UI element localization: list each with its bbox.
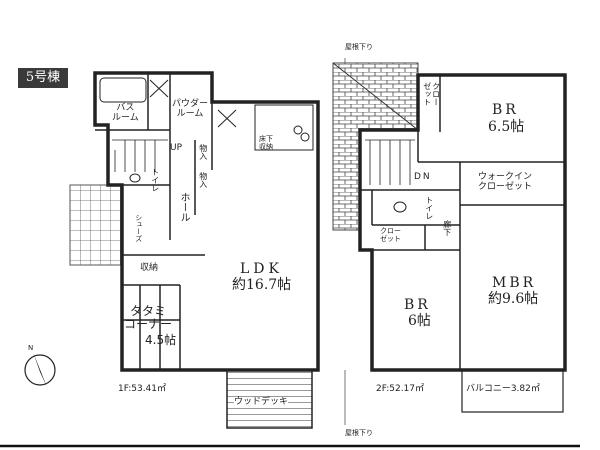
closet-top-label: クロー ゼット <box>422 82 441 106</box>
shuno-label: 収納 <box>140 263 159 273</box>
br1-size: 6.5帖 <box>488 119 525 135</box>
br2-size: 6帖 <box>408 313 431 329</box>
balcony-label: バルコニー3.82㎡ <box>466 384 540 394</box>
dn-label: DN <box>414 172 432 182</box>
ldk-size: 約16.7帖 <box>232 277 292 293</box>
building-label: 5号棟 <box>18 68 68 88</box>
shoes-label: シューズ <box>134 214 143 242</box>
floor1-plan <box>69 71 320 429</box>
storage1-label: 物入 <box>198 144 208 160</box>
up-label: UP <box>170 143 183 153</box>
toilet1-label: トイレ <box>150 168 160 192</box>
tatami-size: 4.5帖 <box>145 333 177 347</box>
compass-north-label: N <box>28 344 34 352</box>
hall-label: ホール <box>178 192 189 222</box>
floor2-area: 2F:52.17㎡ <box>376 384 425 394</box>
br2-label: BR <box>404 297 431 313</box>
compass <box>24 352 56 387</box>
storage2-label: 物入 <box>198 172 208 188</box>
mbr-size: 約9.6帖 <box>488 291 539 307</box>
underfloor-storage-label: 床下 収納 <box>259 135 273 151</box>
wood-deck-label: ウッドデッキ <box>234 397 289 408</box>
toilet2-label: トイレ <box>424 196 434 220</box>
entrance-tile <box>69 184 123 266</box>
closet-mid-label: クロー ゼット <box>380 227 401 243</box>
roof-top-label: 屋根下り <box>345 43 373 51</box>
mbr-label: MBR <box>492 275 537 291</box>
bath-room-label: バス ルーム <box>112 103 139 123</box>
roof-bottom-label: 屋根下り <box>345 429 373 437</box>
balcony <box>461 369 564 413</box>
ldk-label: LDK <box>240 261 283 277</box>
floor1-area: 1F:53.41㎡ <box>118 384 167 394</box>
corridor-label: 廊下 <box>442 220 452 236</box>
walk-in-closet-label: ウォークイン クローゼット <box>478 172 533 192</box>
floor2-plan <box>332 58 567 425</box>
tatami-label: タタミ コーナー <box>124 304 173 332</box>
br1-label: BR <box>492 102 519 118</box>
powder-room-label: パウダー ルーム <box>172 99 209 119</box>
